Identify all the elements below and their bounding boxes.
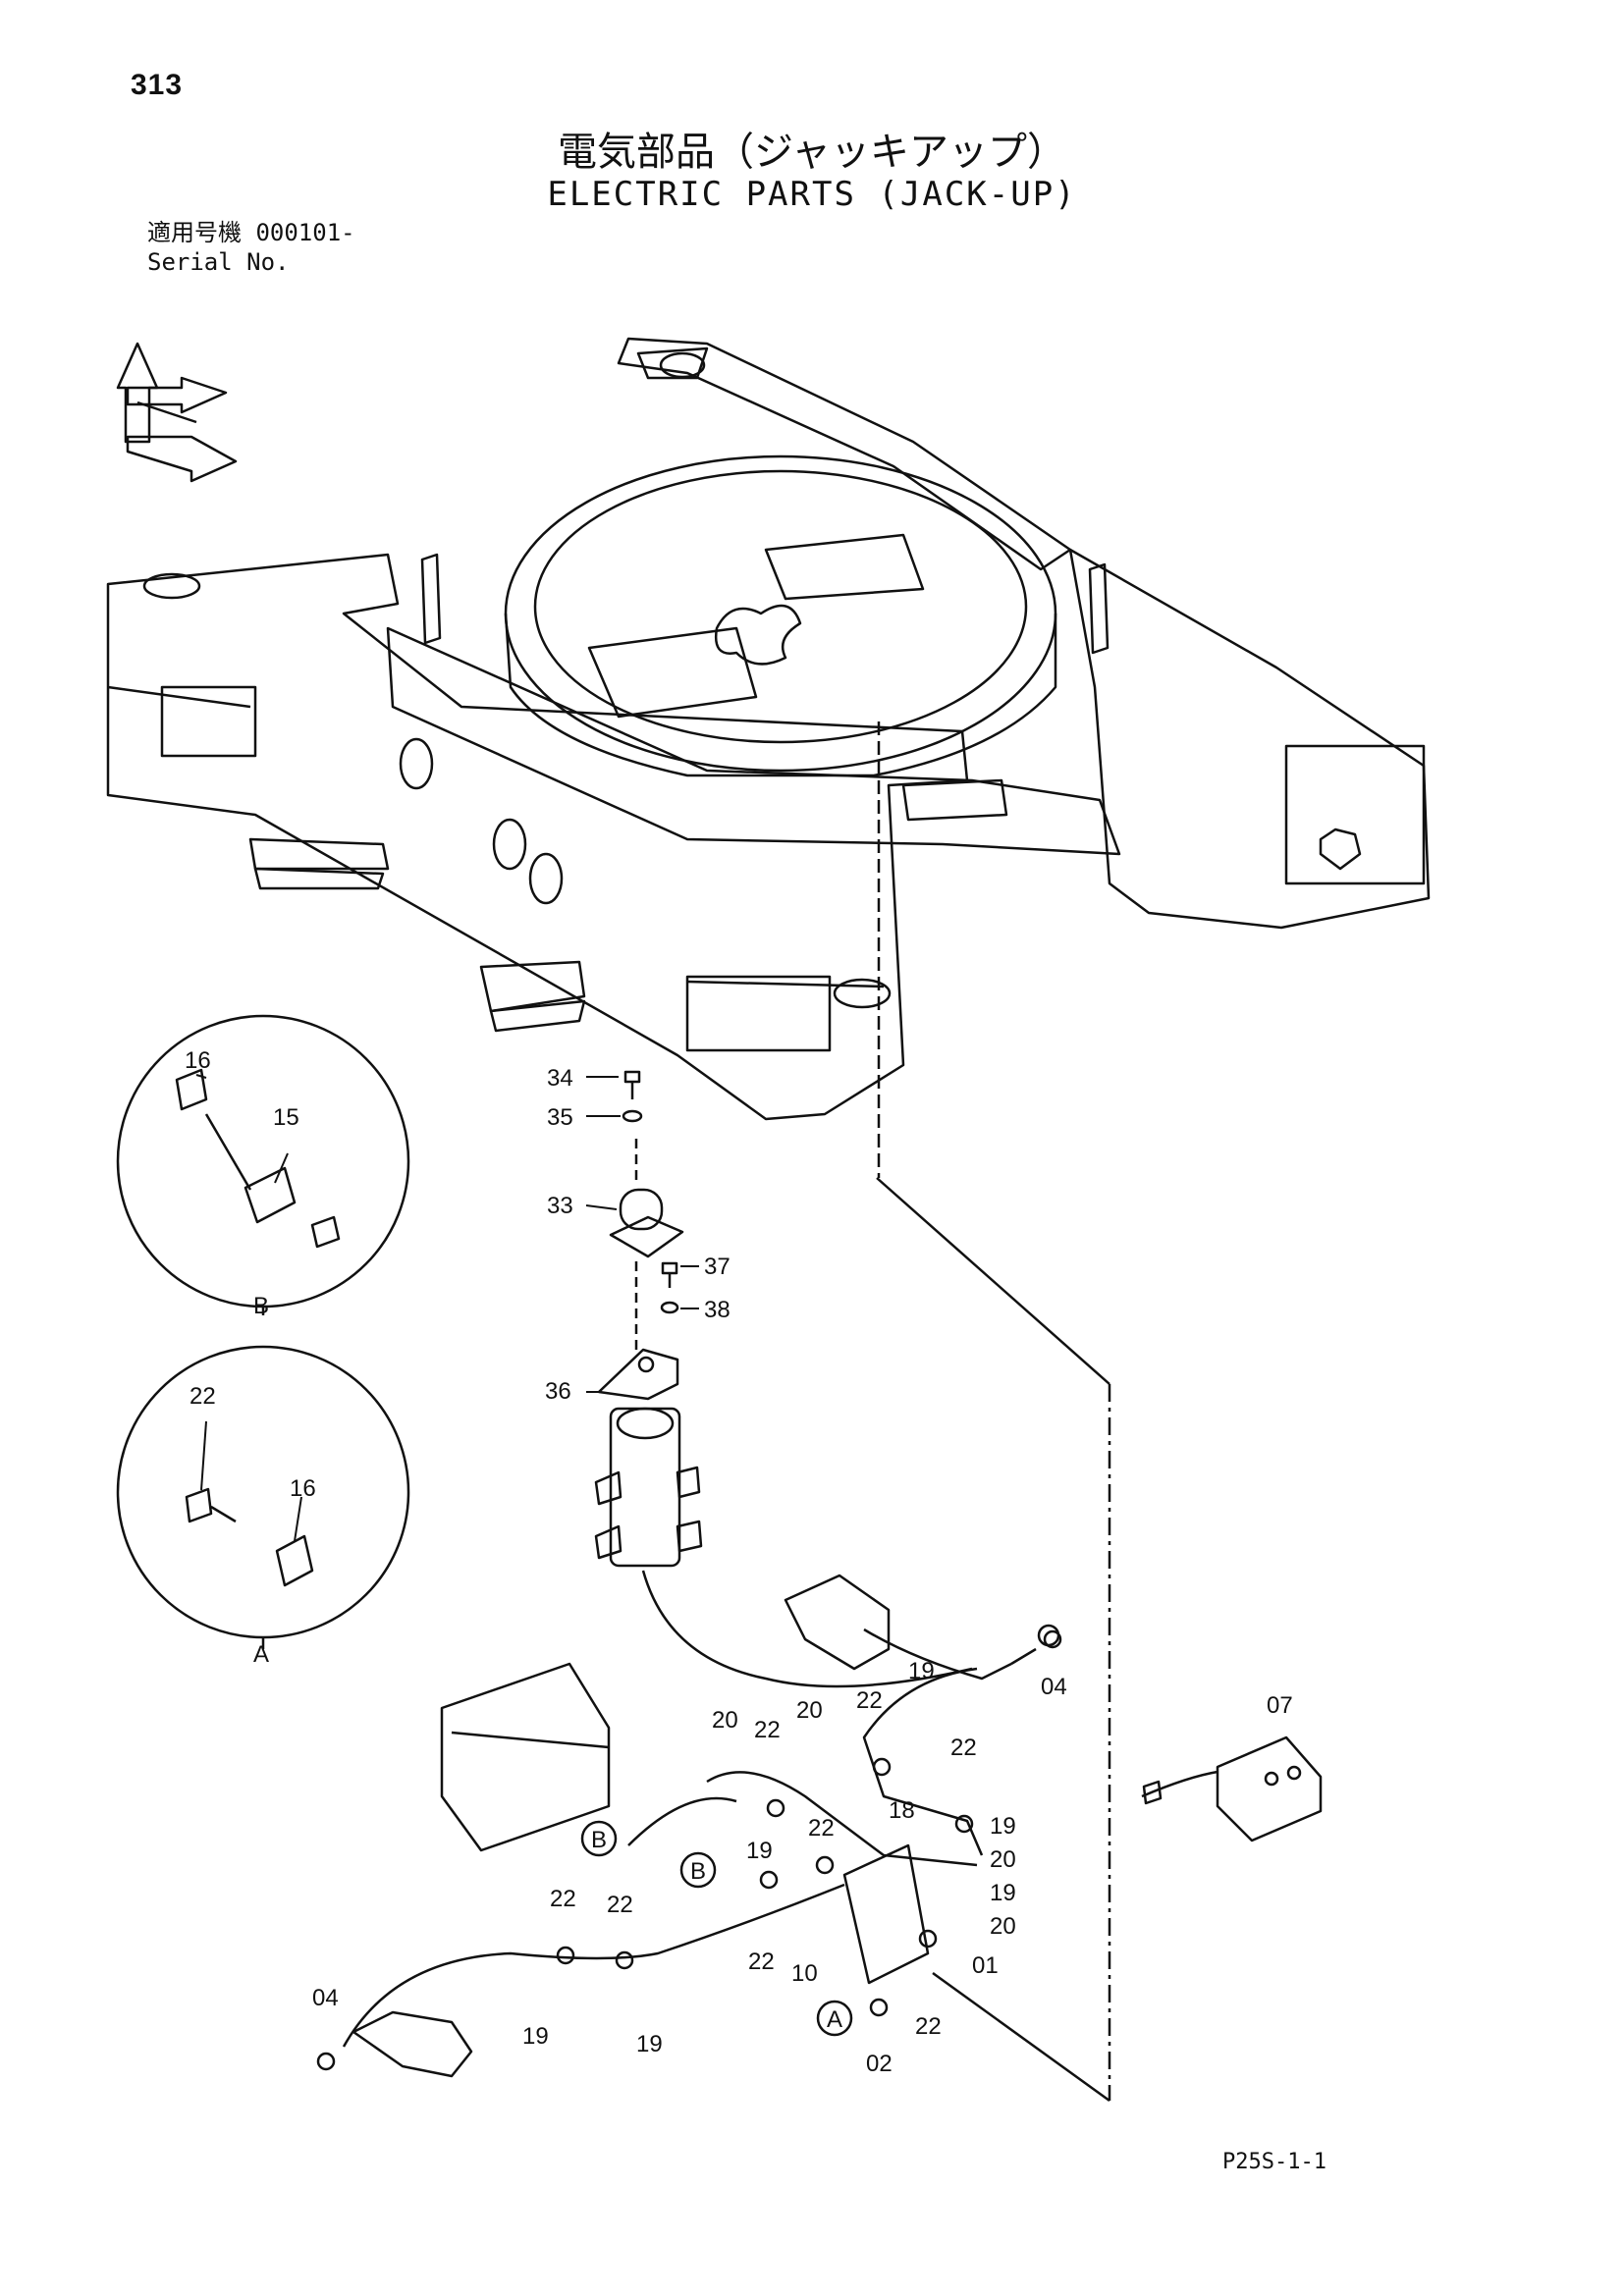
callout-22-5: 22 bbox=[748, 1949, 775, 1975]
leader-lines bbox=[195, 1074, 699, 1542]
callout-19-5: 19 bbox=[522, 2023, 549, 2050]
callout-16-b: 16 bbox=[185, 1047, 211, 1074]
callout-19-6: 19 bbox=[636, 2031, 663, 2057]
marker-a: A bbox=[827, 2006, 842, 2033]
callout-20-1: 20 bbox=[712, 1707, 738, 1734]
callout-22-1: 22 bbox=[856, 1687, 883, 1714]
callout-10: 10 bbox=[791, 1960, 818, 1987]
callout-labels: 34 35 33 37 38 36 16 15 22 16 04 07 19 2… bbox=[185, 1047, 1293, 2077]
reference-markers: B B A B A bbox=[253, 1293, 853, 2037]
callout-22-3: 22 bbox=[754, 1717, 781, 1743]
callout-07: 07 bbox=[1267, 1692, 1293, 1719]
callout-20-3: 20 bbox=[990, 1846, 1016, 1873]
serial-info: 適用号機 000101- Serial No. bbox=[147, 218, 355, 277]
applicable-label: 適用号機 bbox=[147, 219, 242, 246]
title-english: ELECTRIC PARTS (JACK-UP) bbox=[547, 175, 1077, 214]
orientation-arrows-icon bbox=[116, 342, 238, 483]
undercarriage-frame bbox=[106, 337, 1431, 1121]
page-number: 313 bbox=[131, 69, 184, 101]
callout-20-4: 20 bbox=[990, 1913, 1016, 1940]
callout-15: 15 bbox=[273, 1104, 299, 1131]
callout-22-4: 22 bbox=[808, 1815, 835, 1842]
callout-36: 36 bbox=[545, 1378, 571, 1405]
callout-35: 35 bbox=[547, 1104, 573, 1131]
center-joint-assembly bbox=[594, 1070, 703, 1568]
wiring-harness bbox=[316, 1177, 1323, 2103]
title-japanese: 電気部品（ジャッキアップ） bbox=[558, 130, 1066, 175]
callout-04-right: 04 bbox=[1041, 1674, 1067, 1700]
callout-38: 38 bbox=[704, 1297, 731, 1323]
detail-view-b bbox=[116, 1014, 410, 1315]
callout-22-7: 22 bbox=[550, 1886, 576, 1912]
callout-22-a: 22 bbox=[189, 1383, 216, 1410]
serial-value: 000101- bbox=[255, 219, 355, 246]
callout-22-6: 22 bbox=[915, 2013, 942, 2040]
document-code: P25S-1-1 bbox=[1222, 2150, 1326, 2174]
marker-b-1: B bbox=[591, 1827, 607, 1853]
callout-19-2: 19 bbox=[990, 1813, 1016, 1840]
callout-02: 02 bbox=[866, 2051, 893, 2077]
callout-33: 33 bbox=[547, 1193, 573, 1219]
callout-04-left: 04 bbox=[312, 1985, 339, 2011]
marker-b-2: B bbox=[690, 1858, 706, 1885]
callout-22-2: 22 bbox=[950, 1735, 977, 1761]
callout-19-3: 19 bbox=[990, 1880, 1016, 1906]
callout-20-2: 20 bbox=[796, 1697, 823, 1724]
callout-18: 18 bbox=[889, 1797, 915, 1824]
detail-view-a bbox=[116, 1345, 410, 1649]
serial-label: Serial No. bbox=[147, 248, 290, 276]
callout-19-1: 19 bbox=[908, 1658, 935, 1684]
callout-22-8: 22 bbox=[607, 1892, 633, 1918]
callout-01: 01 bbox=[972, 1952, 999, 1979]
callout-16-a: 16 bbox=[290, 1475, 316, 1502]
detail-label-a: A bbox=[253, 1641, 269, 1668]
callout-34: 34 bbox=[547, 1065, 573, 1092]
callout-19-4: 19 bbox=[746, 1838, 773, 1864]
detail-label-b: B bbox=[253, 1293, 269, 1319]
swing-bearing-ring bbox=[504, 454, 1057, 1178]
callout-37: 37 bbox=[704, 1254, 731, 1280]
